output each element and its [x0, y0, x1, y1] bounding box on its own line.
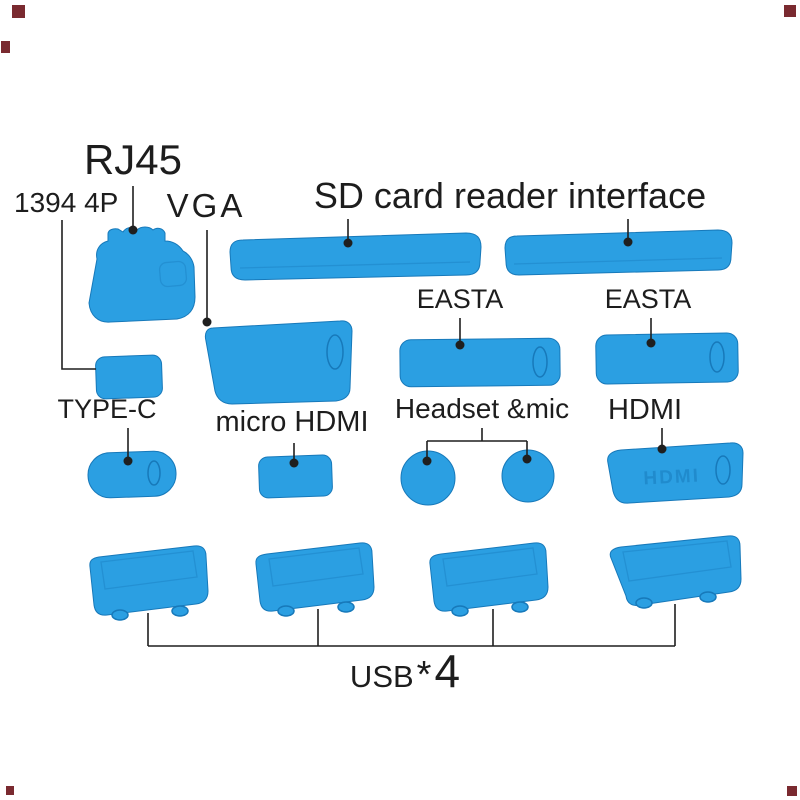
usb-plug-face — [268, 547, 364, 587]
easta-plug-right — [595, 332, 739, 385]
hdmi-embossed-text: HDMI — [643, 466, 701, 490]
usb-plug-foot — [451, 605, 469, 617]
type-c-plug-tab — [147, 460, 161, 486]
rj45-callout — [128, 186, 138, 235]
usb-text: USB — [349, 659, 414, 694]
firewire-1394-plug — [95, 354, 163, 400]
usb-plug-1 — [89, 545, 209, 621]
callout-dot — [623, 237, 633, 247]
sd-card-plug-left-ridge — [239, 261, 471, 269]
easta-plug-right-tab — [709, 341, 725, 373]
usb-plug-body — [609, 535, 742, 606]
usb-plug-body — [255, 542, 375, 612]
label-1394-4p: 1394 4P — [14, 187, 119, 218]
corner-mark — [784, 5, 796, 17]
usb-plug-face — [622, 540, 732, 582]
usb-plug-4 — [609, 535, 742, 609]
label-easta-right: EASTA — [604, 284, 692, 314]
callout-dot — [123, 456, 133, 466]
micro-hdmi-plug — [258, 454, 333, 499]
corner-mark — [12, 5, 25, 18]
usb-plug-2 — [255, 542, 375, 617]
callout-dot — [289, 458, 299, 468]
corner-mark — [1, 41, 10, 53]
rj45-plug — [88, 226, 196, 323]
corner-marks — [1, 5, 797, 796]
label-micro-hdmi: micro HDMI — [215, 406, 369, 438]
headset-plug — [400, 450, 456, 506]
label-type-c: TYPE-C — [57, 394, 157, 424]
callout-dot — [422, 456, 432, 466]
usb-plug-foot — [635, 597, 653, 609]
usb-plug-face — [442, 547, 538, 587]
callout-dot — [657, 444, 667, 454]
usb-asterisk: * — [416, 654, 432, 696]
usb-plug-face — [100, 550, 198, 590]
usb-plug-foot — [111, 609, 129, 621]
type-c-callout — [123, 428, 133, 466]
hdmi-plug-tab — [715, 455, 731, 485]
callout-dot — [343, 238, 353, 248]
callout-line — [147, 604, 676, 647]
label-sd-card-reader: SD card reader interface — [313, 175, 707, 216]
callout-line — [426, 428, 528, 458]
easta-plug-left — [399, 337, 561, 388]
callout-dot — [522, 454, 532, 464]
label-usb-x4: USB * 4 — [350, 648, 460, 694]
vga-callout — [202, 230, 212, 327]
vga-plug — [204, 320, 353, 405]
rj45-slot — [158, 260, 188, 288]
callout-dot — [646, 338, 656, 348]
corner-mark — [787, 786, 797, 796]
usb-plug-body — [89, 545, 209, 616]
hdmi-callout — [657, 428, 667, 454]
label-vga: VGA — [166, 187, 246, 224]
easta-callouts — [455, 318, 656, 350]
usb-plug-body — [429, 542, 549, 612]
callout-dot — [455, 340, 465, 350]
usb-callout — [147, 604, 676, 647]
usb-plug-foot — [511, 601, 529, 613]
usb-plug-foot — [171, 605, 189, 617]
label-hdmi: HDMI — [607, 394, 683, 426]
label-headset-mic: Headset &mic — [394, 393, 570, 424]
callout-line — [61, 220, 96, 370]
vga-plug-tab — [326, 334, 344, 370]
callout-dot — [202, 317, 212, 327]
sd-card-plug-right-ridge — [513, 257, 723, 265]
label-easta-left: EASTA — [416, 284, 504, 314]
headset-mic-callout — [422, 428, 532, 466]
usb-plug-foot — [699, 591, 717, 603]
callout-dot — [128, 225, 138, 235]
usb-plug-foot — [337, 601, 355, 613]
type-c-plug — [87, 450, 177, 499]
usb-plug-foot — [277, 605, 295, 617]
mic-plug — [501, 449, 555, 503]
firewire-callout — [61, 220, 96, 370]
sd-card-plug-right — [504, 229, 733, 276]
micro-hdmi-callout — [289, 443, 299, 468]
easta-plug-left-tab — [532, 346, 548, 378]
sd-card-callouts — [343, 219, 633, 248]
hdmi-plug — [607, 442, 744, 504]
corner-mark — [6, 786, 14, 795]
usb-count: 4 — [434, 645, 461, 697]
label-rj45: RJ45 — [83, 136, 183, 183]
usb-plug-3 — [429, 542, 549, 617]
sd-card-plug-left — [229, 232, 482, 281]
